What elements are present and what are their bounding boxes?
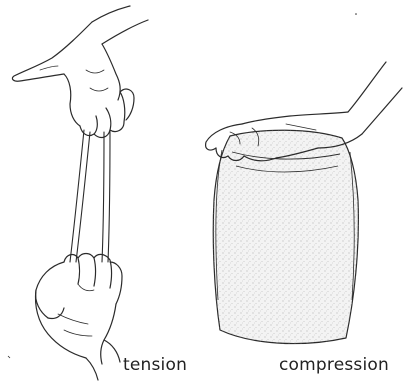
- rubber-band: [70, 130, 110, 262]
- tension-caption: tension: [123, 355, 187, 375]
- tension-panel: [8, 6, 148, 380]
- lower-hand: [36, 254, 123, 381]
- compression-panel: [206, 13, 402, 343]
- compression-caption: compression: [279, 355, 389, 375]
- upper-hand: [12, 6, 148, 137]
- compressed-block: [213, 130, 358, 343]
